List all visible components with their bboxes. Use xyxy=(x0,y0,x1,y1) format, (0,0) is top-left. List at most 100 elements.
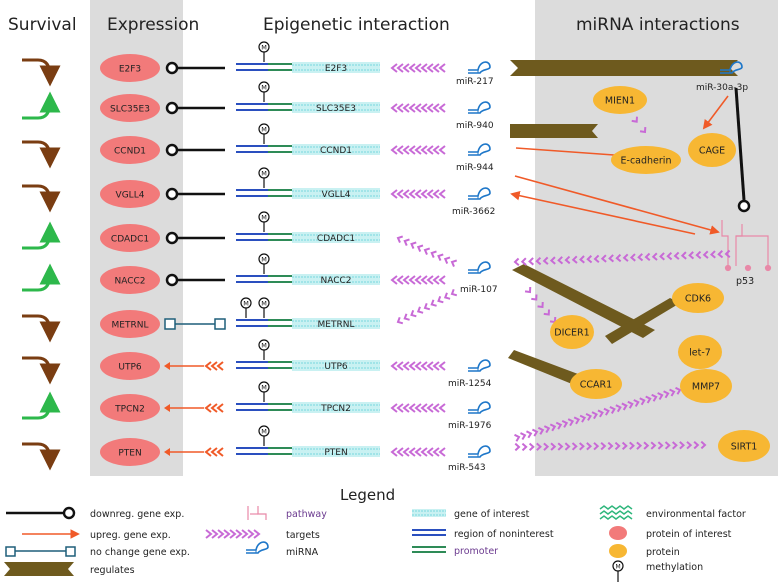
gene-structure-label: UTP6 xyxy=(324,362,348,372)
targets-chevrons xyxy=(390,103,446,113)
methylation-icon xyxy=(258,381,270,393)
protein-label: MIEN1 xyxy=(605,96,635,107)
upreg-arrowhead xyxy=(164,362,170,370)
legend-nochange-icon xyxy=(65,546,76,557)
legend: Legend downreg. gene exp. upreg. gene ex… xyxy=(4,486,746,582)
downreg-end-circle xyxy=(165,143,179,157)
legend-protein-interest-label: protein of interest xyxy=(646,529,732,540)
gene-expression-badge xyxy=(100,224,160,252)
gene-expression-label: METRNL xyxy=(112,321,149,331)
targets-chevrons xyxy=(390,361,446,371)
gene-structure-label: METRNL xyxy=(318,320,355,330)
mirna-label: miR-1976 xyxy=(448,421,492,431)
methylation-icon xyxy=(258,41,270,53)
legend-pathway-label: pathway xyxy=(286,509,327,520)
gene-structure-label: NACC2 xyxy=(320,276,351,286)
gene-structure-label: PTEN xyxy=(324,448,347,458)
gene-structure-label: CCND1 xyxy=(320,146,352,156)
methylation-icon xyxy=(258,211,270,223)
methylation-icon xyxy=(258,81,270,93)
svg-text:M: M xyxy=(261,214,267,222)
svg-text:M: M xyxy=(261,300,267,308)
methylation-icon xyxy=(240,297,252,309)
mirna-icon xyxy=(468,401,491,414)
mirna-icon xyxy=(720,61,743,74)
mirna-label: miR-940 xyxy=(456,121,494,131)
upreg-arrow-mir940-ecad xyxy=(515,147,630,161)
legend-downreg-icon xyxy=(62,506,76,520)
survival-up-arrow xyxy=(22,221,61,250)
survival-down-arrow xyxy=(22,314,61,343)
header-epigenetic: Epigenetic interaction xyxy=(263,15,450,35)
upreg-arrow-p53-mir3662 xyxy=(510,190,696,235)
downreg-end-circle xyxy=(165,273,179,287)
protein-node xyxy=(718,430,770,462)
gene-expression-badge xyxy=(100,310,160,338)
svg-text:M: M xyxy=(261,384,267,392)
targets-chevrons xyxy=(390,447,446,457)
gene-expression-label: CDADC1 xyxy=(111,235,149,245)
downreg-end-circle xyxy=(165,231,179,245)
downreg-end-circle xyxy=(165,61,179,75)
methylation-icon xyxy=(258,123,270,135)
protein-node xyxy=(672,283,724,313)
regulates-band-dicer-cdk6 xyxy=(605,298,680,344)
regulates-band-mir940 xyxy=(510,124,598,138)
upreg-arrow-mir30a-cage xyxy=(702,95,729,130)
nochange-box-right xyxy=(214,318,226,330)
survival-up-arrow xyxy=(22,391,61,420)
header-expression: Expression xyxy=(107,15,199,35)
methylation-icon xyxy=(258,297,270,309)
downreg-end-circle xyxy=(165,187,179,201)
legend-protein-label: protein xyxy=(646,547,680,558)
gene-expression-badge xyxy=(100,266,160,294)
gene-expression-badge xyxy=(100,394,160,422)
protein-label: CAGE xyxy=(699,146,725,157)
gene-structure-label: VGLL4 xyxy=(322,190,351,200)
mirna-icon xyxy=(468,187,491,200)
gene-expression-label: SLC35E3 xyxy=(110,105,150,115)
regulates-band-mir217 xyxy=(510,60,738,76)
mirna-icon xyxy=(468,143,491,156)
upreg-chevrons xyxy=(204,403,224,413)
survival-down-arrow xyxy=(22,442,61,471)
legend-methylation-icon xyxy=(612,560,624,572)
mirna-network: p53 miR-217miR-940miR-944miR-3662miR-107… xyxy=(396,60,772,473)
gene-expression-badge xyxy=(100,136,160,164)
legend-protein-icon xyxy=(609,544,627,558)
gene-expression-badge xyxy=(100,180,160,208)
mirna-icon xyxy=(468,445,491,458)
regulates-band-mir1254 xyxy=(508,350,578,384)
legend-targets-chevrons xyxy=(205,529,261,539)
protein-node xyxy=(678,335,722,369)
downreg-end-circle xyxy=(165,101,179,115)
targets-chevrons xyxy=(390,63,446,73)
legend-targets-label: targets xyxy=(286,530,320,541)
nochange-box-left xyxy=(164,318,176,330)
svg-text:M: M xyxy=(261,170,267,178)
gene-expression-badge xyxy=(100,94,160,122)
svg-text:M: M xyxy=(261,84,267,92)
survival-up-arrow xyxy=(22,263,61,292)
gene-expression-badge xyxy=(100,54,160,82)
gene-expression-label: NACC2 xyxy=(114,277,145,287)
gene-expression-badge xyxy=(100,438,160,466)
upreg-arrowhead xyxy=(164,404,170,412)
legend-downreg-label: downreg. gene exp. xyxy=(90,509,184,520)
survival-down-arrow xyxy=(22,184,61,213)
protein-node xyxy=(688,133,736,167)
protein-label: E-cadherin xyxy=(621,156,672,167)
targets-chevrons xyxy=(390,145,446,155)
targets-chevrons xyxy=(390,403,446,413)
gene-expression-label: PTEN xyxy=(118,449,141,459)
targets-chevrons xyxy=(390,189,446,199)
methylation-icon xyxy=(258,253,270,265)
gene-structure: VGLL4 M xyxy=(236,167,380,200)
svg-text:M: M xyxy=(261,44,267,52)
